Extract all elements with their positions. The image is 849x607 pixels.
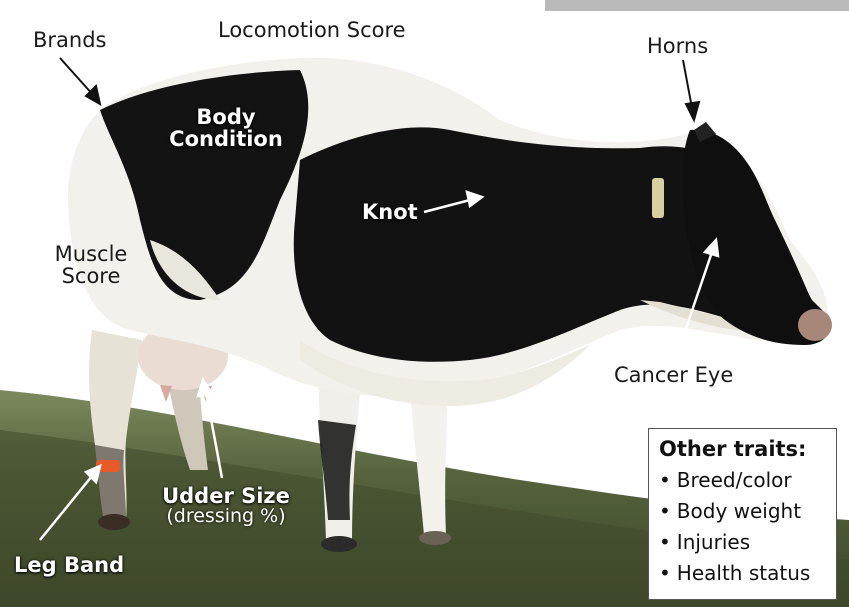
- horns-arrow: [683, 60, 692, 108]
- other-trait-text: Body weight: [677, 499, 801, 523]
- bullet-icon: •: [659, 499, 671, 523]
- other-traits-list: •Breed/color •Body weight •Injuries •Hea…: [659, 465, 826, 589]
- body-condition-label: Body Condition: [166, 106, 286, 150]
- knot-label: Knot: [362, 201, 418, 223]
- udder-size-title: Udder Size: [152, 485, 300, 507]
- bullet-icon: •: [659, 561, 671, 585]
- body-condition-line1: Body: [166, 106, 286, 128]
- horns-label: Horns: [647, 35, 708, 57]
- brands-arrow: [60, 58, 94, 96]
- other-traits-title: Other traits:: [659, 437, 826, 461]
- other-trait-item: •Health status: [659, 558, 826, 589]
- body-condition-line2: Condition: [166, 128, 286, 150]
- other-trait-item: •Body weight: [659, 496, 826, 527]
- other-trait-text: Health status: [677, 561, 811, 585]
- bullet-icon: •: [659, 468, 671, 492]
- bullet-icon: •: [659, 530, 671, 554]
- locomotion-score-label: Locomotion Score: [218, 19, 406, 41]
- cancer-eye-label: Cancer Eye: [614, 364, 733, 386]
- other-trait-text: Breed/color: [677, 468, 792, 492]
- other-trait-text: Injuries: [677, 530, 750, 554]
- muscle-score-line1: Muscle: [46, 243, 136, 265]
- other-trait-item: •Injuries: [659, 527, 826, 558]
- udder-size-note: (dressing %): [152, 507, 300, 527]
- muscle-score-line2: Score: [46, 265, 136, 287]
- other-traits-box: Other traits: •Breed/color •Body weight …: [648, 428, 837, 600]
- ear-tag: [652, 178, 664, 218]
- horns-arrowhead: [686, 102, 699, 120]
- brands-label: Brands: [33, 29, 107, 51]
- other-trait-item: •Breed/color: [659, 465, 826, 496]
- leg-band-label: Leg Band: [14, 554, 124, 576]
- udder-size-label: Udder Size (dressing %): [152, 485, 300, 527]
- muscle-score-label: Muscle Score: [46, 243, 136, 287]
